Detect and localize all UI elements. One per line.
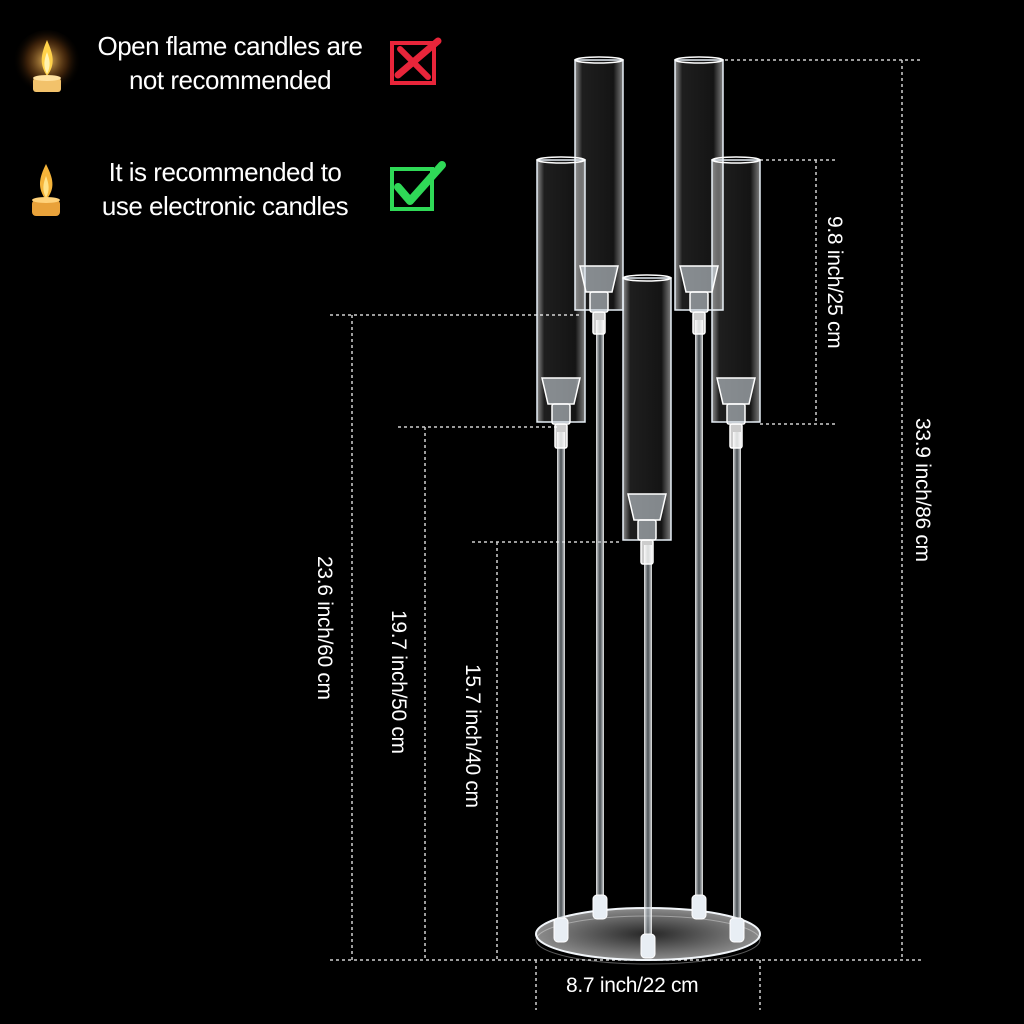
rod-back-left (596, 320, 604, 910)
tall-arm-height-label: 23.6 inch/60 cm (313, 556, 336, 700)
rod-center (644, 545, 652, 945)
open-flame-line2: not recommended (128, 65, 332, 95)
electronic-candle-notice: It is recommended to use electronic cand… (16, 154, 446, 224)
candle-cups (541, 265, 756, 565)
glass-tubes (536, 56, 761, 541)
open-flame-line1: Open flame candles are (97, 31, 363, 61)
electronic-candle-text: It is recommended to use electronic cand… (90, 155, 360, 223)
electronic-candle-icon (16, 154, 76, 224)
tube-height-label: 9.8 inch/25 cm (823, 216, 846, 349)
support-rods (557, 320, 741, 945)
mid-arm-height-label: 19.7 inch/50 cm (387, 610, 410, 754)
total-height-label: 33.9 inch/86 cm (911, 418, 934, 562)
rod-front-left (557, 432, 565, 930)
rod-back-right (695, 320, 703, 910)
electronic-line1: It is recommended to (108, 157, 342, 187)
open-flame-text: Open flame candles are not recommended (90, 29, 370, 97)
flame-candle-icon (12, 28, 81, 98)
dimension-lines (330, 59, 922, 1010)
open-flame-notice: Open flame candles are not recommended (12, 28, 444, 98)
rod-front-right (733, 432, 741, 930)
electronic-line2: use electronic candles (101, 191, 349, 221)
check-mark-icon (388, 161, 446, 217)
short-arm-height-label: 15.7 inch/40 cm (461, 664, 484, 808)
base-width-label: 8.7 inch/22 cm (566, 974, 699, 997)
x-mark-icon (388, 35, 444, 91)
